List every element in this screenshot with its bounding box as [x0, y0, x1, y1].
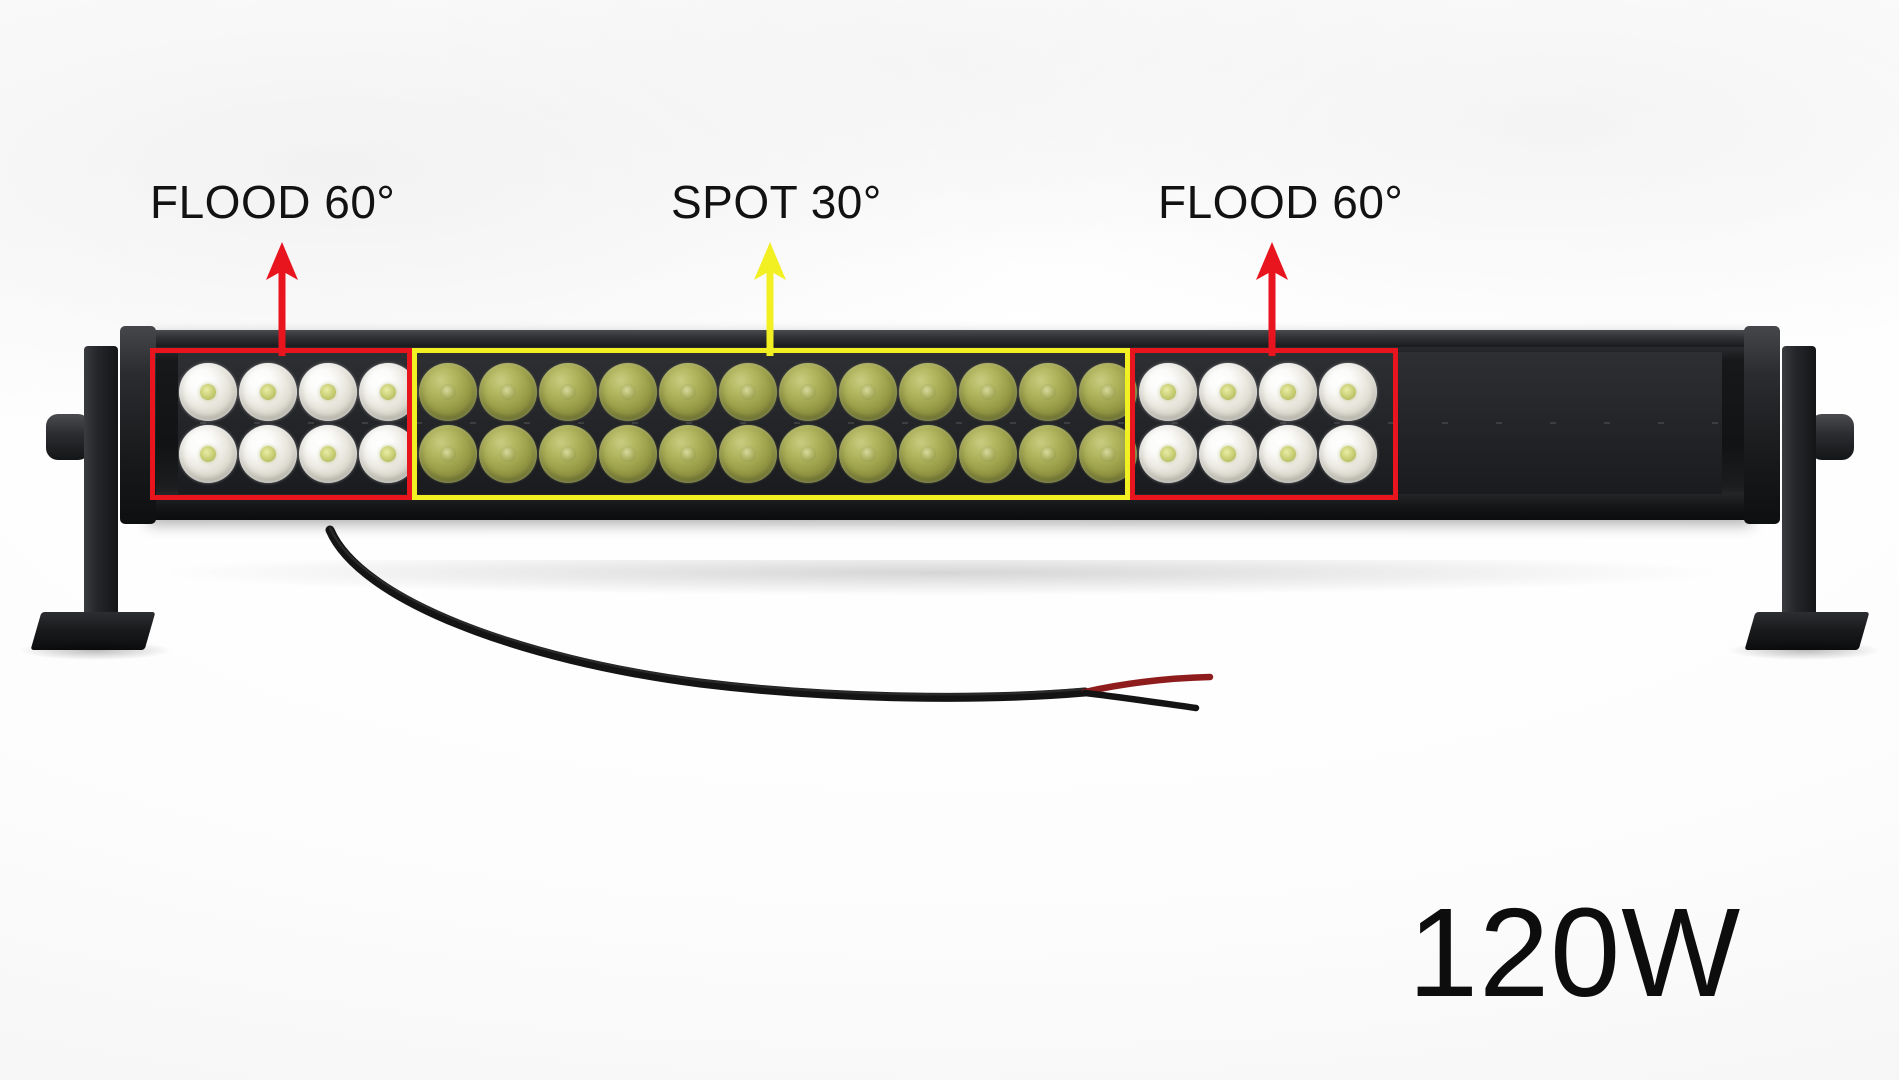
led-flood [1259, 425, 1317, 483]
led-flood [1139, 425, 1197, 483]
led-spot [839, 425, 897, 483]
wire-main-black [325, 525, 1090, 702]
led-flood [1199, 425, 1257, 483]
led-column [838, 352, 898, 494]
led-flood [1319, 425, 1377, 483]
led-column [1138, 352, 1198, 494]
led-column [1018, 352, 1078, 494]
led-column [958, 352, 1018, 494]
led-group-flood-left [178, 352, 418, 494]
led-flood [1139, 363, 1197, 421]
led-column [178, 352, 238, 494]
led-flood [1319, 363, 1377, 421]
led-spot [1019, 363, 1077, 421]
led-flood [1199, 363, 1257, 421]
led-spot [419, 425, 477, 483]
led-spot [779, 363, 837, 421]
led-group-flood-right [1138, 352, 1378, 494]
led-spot [899, 363, 957, 421]
led-column [298, 352, 358, 494]
arrow-flood-left [266, 242, 298, 356]
led-column [238, 352, 298, 494]
led-spot [719, 425, 777, 483]
label-spot: SPOT 30° [671, 176, 882, 228]
led-spot [899, 425, 957, 483]
led-spot [959, 425, 1017, 483]
led-array [178, 352, 1722, 494]
wire-lead-black [1081, 689, 1200, 712]
led-column [898, 352, 958, 494]
led-spot [599, 363, 657, 421]
led-column [418, 352, 478, 494]
label-flood-left: FLOOD 60° [150, 176, 396, 228]
arrow-spot [754, 242, 786, 356]
led-spot [419, 363, 477, 421]
led-flood [239, 425, 297, 483]
led-spot [659, 363, 717, 421]
led-spot [719, 363, 777, 421]
mounting-bracket-right [1782, 346, 1816, 638]
led-column [1318, 352, 1378, 494]
pivot-knob-left [46, 414, 90, 460]
foot-shadow-left [20, 644, 170, 660]
mounting-bracket-left [84, 346, 118, 638]
led-column [778, 352, 838, 494]
wire-lead-red [1081, 673, 1214, 696]
arrow-flood-right [1256, 242, 1288, 356]
led-spot [779, 425, 837, 483]
led-column [718, 352, 778, 494]
led-spot [539, 425, 597, 483]
led-column [538, 352, 598, 494]
foot-shadow-right [1730, 644, 1880, 660]
housing-top-bevel [148, 330, 1752, 347]
led-column [598, 352, 658, 494]
led-spot [1019, 425, 1077, 483]
housing-screw-detail [178, 422, 1722, 424]
pivot-knob-right [1810, 414, 1854, 460]
led-flood [239, 363, 297, 421]
led-spot [479, 425, 537, 483]
led-flood [299, 363, 357, 421]
led-group-spot [418, 352, 1138, 494]
led-flood [1259, 363, 1317, 421]
led-spot [479, 363, 537, 421]
led-column [1198, 352, 1258, 494]
led-spot [839, 363, 897, 421]
led-column [658, 352, 718, 494]
led-spot [659, 425, 717, 483]
led-flood [299, 425, 357, 483]
light-bar-ground-shadow [150, 560, 1730, 596]
led-flood [179, 363, 237, 421]
led-spot [959, 363, 1017, 421]
label-flood-right: FLOOD 60° [1158, 176, 1404, 228]
led-flood [179, 425, 237, 483]
led-spot [599, 425, 657, 483]
led-column [1258, 352, 1318, 494]
led-spot [539, 363, 597, 421]
led-column [478, 352, 538, 494]
end-cap-right [1744, 326, 1780, 524]
wire-highlight [328, 526, 1085, 696]
wattage-label: 120W [1408, 882, 1742, 1023]
